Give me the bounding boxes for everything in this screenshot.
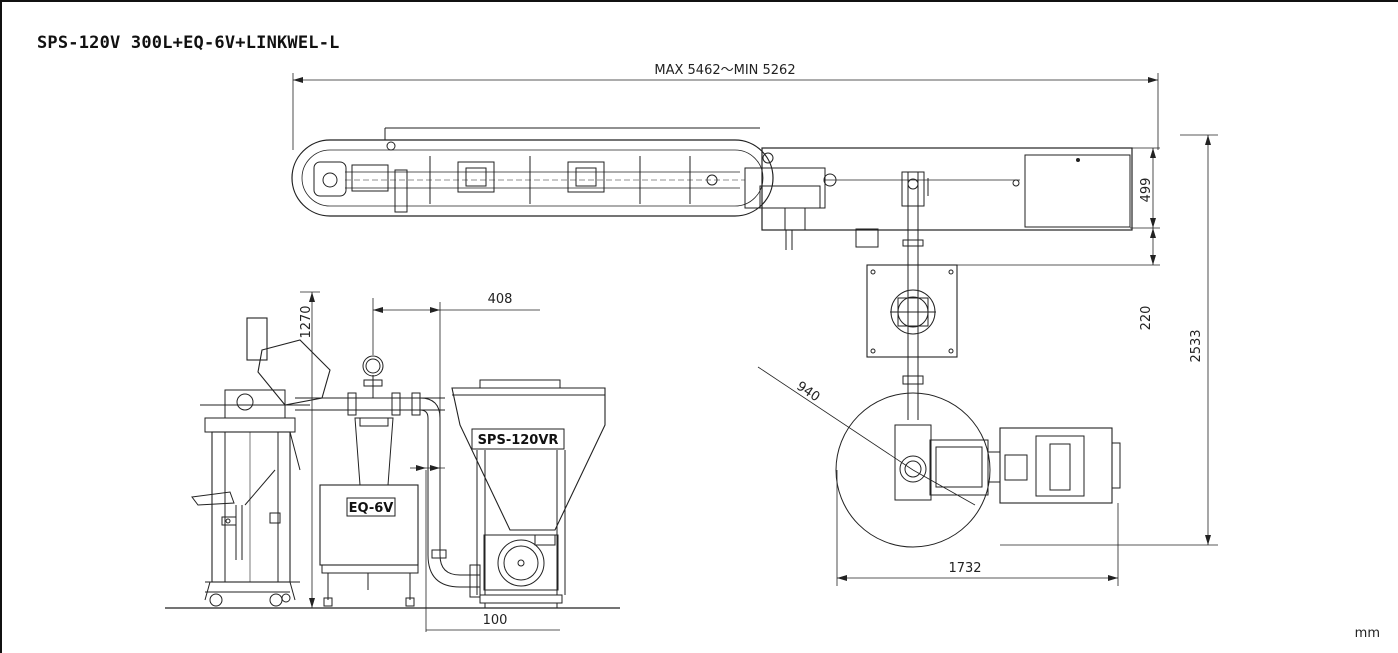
- dim-overall-length: MAX 5462〜MIN 5262: [654, 63, 795, 78]
- dim-220: 220: [1139, 306, 1154, 331]
- unit-label: mm: [1354, 626, 1380, 641]
- dim-499: 499: [1139, 178, 1154, 203]
- dim-940: 940: [793, 379, 822, 405]
- dim-1270: 1270: [299, 305, 314, 338]
- side-view: 1270 408 100: [165, 291, 620, 632]
- eq-label: EQ-6V: [349, 501, 394, 516]
- dim-1732: 1732: [948, 561, 981, 576]
- top-view-base: 940 1732: [757, 264, 1121, 586]
- right-dimensions: 499 220 2533: [925, 134, 1218, 546]
- sps-label-box: SPS-120VR: [471, 428, 565, 450]
- dim-408: 408: [488, 292, 513, 307]
- sps-label: SPS-120VR: [478, 433, 559, 448]
- dim-100: 100: [483, 613, 508, 628]
- drawing-title: SPS-120V 300L+EQ-6V+LINKWEL-L: [37, 33, 340, 53]
- eq-label-box: EQ-6V: [346, 497, 396, 517]
- dim-2533: 2533: [1189, 329, 1204, 362]
- top-view-arm: MAX 5462〜MIN 5262: [291, 63, 1159, 420]
